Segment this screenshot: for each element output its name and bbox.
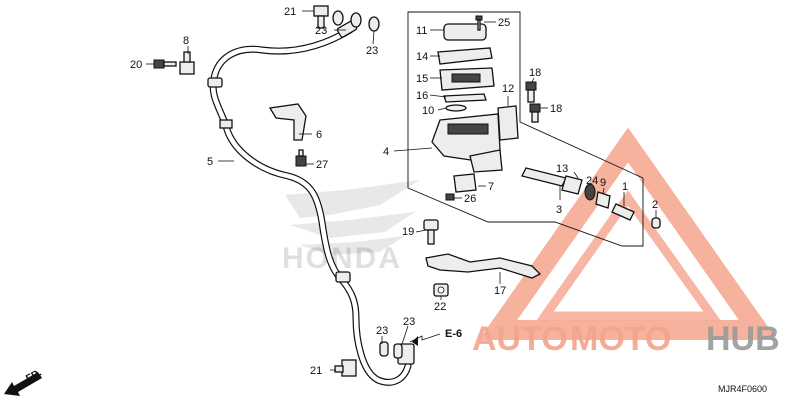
part-label-17: 17 [494, 285, 506, 297]
bolt-20 [153, 59, 177, 69]
part-label-2: 2 [652, 199, 658, 211]
hose-clip [179, 51, 195, 75]
part-label-19: 19 [402, 226, 414, 238]
clip-27 [295, 149, 307, 167]
switch-screw [445, 193, 455, 201]
watermark-triangle-icon [478, 127, 778, 340]
part-label-21-bottom: 21 [310, 365, 322, 377]
section-reference: E-6 [445, 328, 462, 340]
hose-clamp [219, 119, 233, 129]
part-label-3: 3 [556, 204, 562, 216]
reservoir-float [443, 93, 487, 103]
part-label-16: 16 [416, 90, 428, 102]
cylinder-group-outline [407, 11, 644, 247]
watermark-part-3: HUB [706, 320, 780, 358]
front-direction-label: FR. [24, 367, 44, 384]
part-label-11: 11 [416, 25, 427, 37]
part-label-24: 24 [586, 175, 598, 187]
piston-cup-icon [584, 183, 596, 201]
part-label-12: 12 [502, 83, 514, 95]
part-label-23-bottom-b: 23 [403, 316, 415, 328]
part-label-27: 27 [316, 159, 328, 171]
reservoir-cap [443, 23, 487, 41]
part-label-1: 1 [622, 181, 628, 193]
sealing-washer-icon [332, 10, 344, 26]
part-label-25: 25 [498, 17, 510, 29]
clutch-lever [425, 253, 542, 279]
lever-pivot-bolt [423, 219, 439, 245]
part-label-26: 26 [464, 193, 476, 205]
cap-screw [475, 15, 483, 31]
watermark: AUTO MOTO HUB [472, 320, 780, 358]
diaphragm-plate [437, 47, 493, 65]
diagram-code: MJR4F0600 [718, 384, 767, 394]
part-label-21-top: 21 [284, 6, 296, 18]
part-label-13: 13 [556, 163, 568, 175]
honda-brand-text: HONDA [282, 242, 402, 275]
sealing-washer-icon [368, 16, 380, 32]
watermark-part-1: AUTO [472, 320, 568, 358]
o-ring-icon [445, 104, 467, 112]
holder-bolt-lower [529, 103, 541, 123]
hose-joint-lower [335, 271, 351, 283]
part-label-23-top-a: 23 [315, 25, 327, 37]
part-label-9: 9 [600, 177, 606, 189]
sealing-washer-icon [379, 341, 389, 357]
part-label-18-upper: 18 [529, 67, 541, 79]
pivot-nut [433, 283, 449, 297]
part-label-7: 7 [488, 181, 494, 193]
part-label-10: 10 [422, 105, 434, 117]
push-rod [611, 203, 635, 221]
part-label-15: 15 [416, 73, 428, 85]
cylinder-holder [497, 105, 519, 141]
part-label-22: 22 [434, 301, 446, 313]
part-label-8: 8 [183, 35, 189, 47]
part-label-23-bottom-a: 23 [376, 325, 388, 337]
part-label-14: 14 [416, 51, 428, 63]
sealing-washer-icon [393, 343, 403, 359]
part-label-23-top-b: 23 [366, 45, 378, 57]
boot [595, 191, 611, 209]
part-label-6: 6 [316, 129, 322, 141]
hose-bracket [268, 103, 307, 141]
part-label-20: 20 [130, 59, 142, 71]
banjo-bolt-bottom [334, 359, 357, 377]
watermark-part-2: MOTO [570, 320, 671, 358]
part-label-4: 4 [383, 146, 389, 158]
clutch-switch [453, 173, 477, 193]
nut-2 [651, 217, 661, 229]
reference-arrowhead-icon [412, 336, 418, 346]
master-cylinder-body [431, 113, 503, 173]
holder-bolt-upper [525, 81, 537, 103]
hose-joint-left [207, 77, 223, 88]
front-direction-arrow-icon [4, 372, 42, 396]
part-label-5: 5 [207, 156, 213, 168]
part-label-18-lower: 18 [550, 103, 562, 115]
sealing-washer-icon [350, 12, 362, 28]
diaphragm [439, 67, 495, 91]
leader-lines [146, 10, 657, 371]
piston-set [521, 167, 583, 195]
